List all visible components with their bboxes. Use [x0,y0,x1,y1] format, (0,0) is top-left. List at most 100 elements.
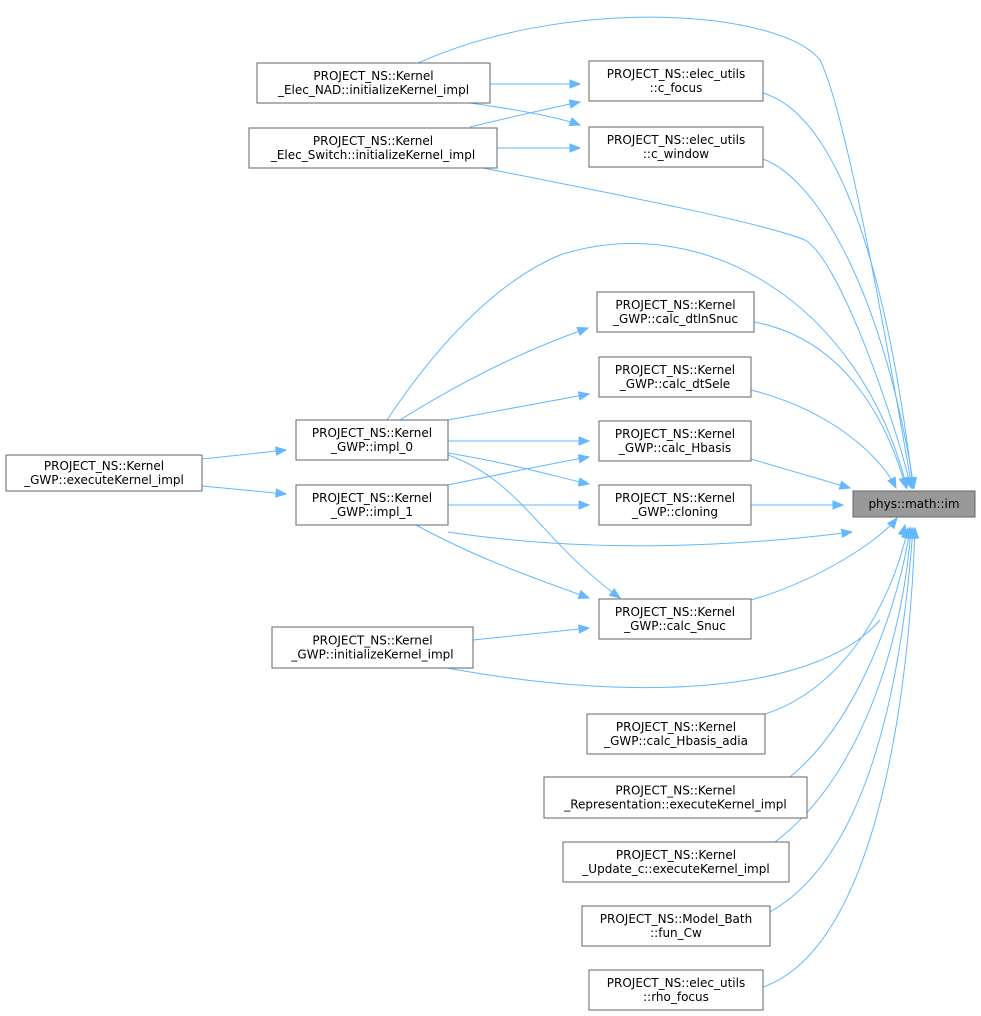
edge-arrowhead [832,500,845,510]
node-label-line: PROJECT_NS::Kernel [615,784,735,798]
edge-line [447,531,853,547]
node-box [588,60,764,102]
node-label-line: PROJECT_NS::Kernel [615,605,735,619]
node-box [598,598,752,640]
node-gwp_exec[interactable]: PROJECT_NS::Kernel_GWP::executeKernel_im… [5,454,203,492]
node-rho_focus[interactable]: PROJECT_NS::elec_utils::rho_focus [588,969,764,1011]
node-label-line: PROJECT_NS::Kernel [616,848,736,862]
node-box [562,841,790,883]
node-label-line: PROJECT_NS::Kernel [44,459,164,473]
node-box [598,484,752,526]
node-switch_init[interactable]: PROJECT_NS::Kernel_Elec_Switch::initiali… [248,127,498,169]
edge-arrowhead [577,454,591,464]
edge-line [447,454,621,599]
node-label-line: PROJECT_NS::Kernel [312,491,432,505]
edge-line [750,517,898,601]
node-c_focus[interactable]: PROJECT_NS::elec_utils::c_focus [588,60,764,102]
edge-line [750,389,897,489]
edge-calc_Hbasis-to-im [750,458,852,490]
edge-arrowhead [577,477,591,487]
edge-calc_dtSele-to-im [750,389,897,490]
node-label-line: PROJECT_NS::elec_utils [607,976,745,990]
edge-calc_Hbasis_adia-to-im [764,526,911,715]
node-label-line: _GWP::impl_0 [330,440,413,454]
edge-impl_1-to-calc_Hbasis [447,454,591,486]
edge-calc_dtlnSnuc-to-im [753,321,908,490]
node-calc_Snuc[interactable]: PROJECT_NS::Kernel_GWP::calc_Snuc [598,598,752,640]
node-nad_init[interactable]: PROJECT_NS::Kernel_Elec_NAD::initializeK… [256,62,491,104]
node-gwp_init[interactable]: PROJECT_NS::Kernel_GWP::initializeKernel… [271,626,474,669]
node-impl_1[interactable]: PROJECT_NS::Kernel_GWP::impl_1 [295,484,449,526]
edge-c_window-to-im [762,158,918,490]
node-label-line: PROJECT_NS::Kernel [312,634,432,648]
node-label-line: _GWP::calc_Hbasis [618,441,731,455]
edge-arrowhead [886,516,898,530]
node-fun_Cw[interactable]: PROJECT_NS::Model_Bath::fun_Cw [581,905,771,947]
node-label-line: phys::math::im [868,497,959,511]
edge-arrowhead [907,476,918,490]
edge-line [417,16,913,489]
edge-line [447,393,590,421]
node-label-line: _GWP::calc_dtSele [619,377,730,391]
edge-line [769,527,914,913]
node-box [598,356,752,398]
node-label-line: _GWP::calc_Snuc [623,619,726,633]
edge-line [447,452,590,485]
edge-arrowhead [275,446,288,456]
node-label-line: PROJECT_NS::Kernel [615,491,735,505]
edge-arrowhead [568,117,582,127]
node-box [543,776,808,819]
edge-arrowhead [275,488,288,498]
edge-impl_1-to-im [447,528,854,547]
node-label-line: PROJECT_NS::Kernel [615,298,735,312]
node-label-line: _GWP::executeKernel_impl [23,473,184,487]
edge-arrowhead [898,476,908,490]
edge-impl_0-to-calc_Snuc [447,454,622,599]
edge-arrowhead [578,624,591,634]
node-cloning[interactable]: PROJECT_NS::Kernel_GWP::cloning [598,484,752,526]
node-box [852,490,976,518]
node-label-line: PROJECT_NS::Kernel [615,427,735,441]
node-box [271,626,474,669]
edge-line [753,321,907,489]
edge-line [447,456,590,486]
node-label-line: PROJECT_NS::Model_Bath [600,912,752,926]
edge-switch_init-to-c_window [497,143,582,153]
node-calc_Hbasis[interactable]: PROJECT_NS::Kernel_GWP::calc_Hbasis [598,420,752,462]
edge-impl_0-to-cloning [447,452,591,487]
node-calc_dtSele[interactable]: PROJECT_NS::Kernel_GWP::calc_dtSele [598,356,752,398]
edge-arrowhead [909,526,920,539]
edge-arrowhead [569,143,582,153]
edge-impl_0-to-calc_Hbasis [448,436,591,446]
node-label-line: PROJECT_NS::elec_utils [607,133,745,147]
node-c_window[interactable]: PROJECT_NS::elec_utils::c_window [588,126,764,168]
edge-line [415,524,590,599]
edge-line [201,485,287,495]
node-box [295,484,449,526]
node-repr_exec[interactable]: PROJECT_NS::Kernel_Representation::execu… [543,776,808,819]
edge-line [774,527,912,843]
node-calc_dtlnSnuc[interactable]: PROJECT_NS::Kernel_GWP::calc_dtlnSnuc [596,291,755,333]
node-label-line: PROJECT_NS::Kernel [615,363,735,377]
node-im[interactable]: phys::math::im [852,490,976,518]
node-box [581,905,771,947]
node-label-line: PROJECT_NS::Kernel [313,69,433,83]
edge-line [201,449,287,460]
edge-gwp_exec-to-impl_0 [201,446,288,460]
edge-impl_0-to-calc_dtSele [447,391,591,421]
node-impl_0[interactable]: PROJECT_NS::Kernel_GWP::impl_0 [295,419,449,461]
edge-gwp_init-to-im [446,523,907,689]
node-box [295,419,449,461]
edge-arrowhead [578,500,591,510]
edge-gwp_exec-to-impl_1 [201,485,288,498]
edge-arrowhead [840,528,854,539]
node-calc_Hbasis_adia[interactable]: PROJECT_NS::Kernel_GWP::calc_Hbasis_adia [586,713,766,755]
edge-nad_init-to-c_focus [490,79,582,89]
node-label-line: _Update_c::executeKernel_impl [581,862,769,876]
node-update_exec[interactable]: PROJECT_NS::Kernel_Update_c::executeKern… [562,841,790,883]
edge-line [759,527,916,989]
node-label-line: ::c_focus [650,81,703,95]
edge-line [399,327,589,421]
node-label-line: _GWP::calc_dtlnSnuc [612,312,738,326]
edge-line [386,243,908,489]
